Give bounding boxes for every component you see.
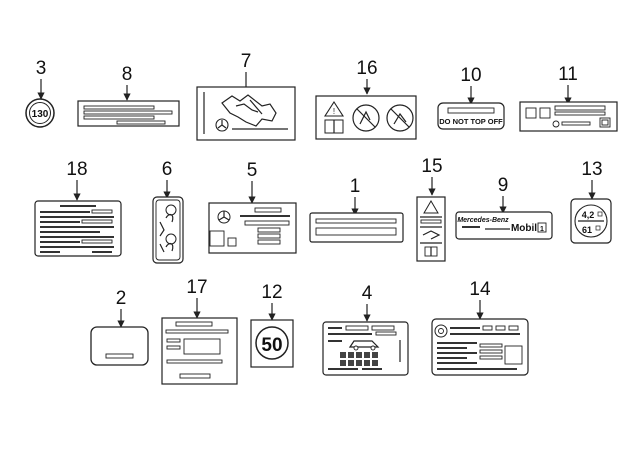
- label-5-vehicle-data[interactable]: 5: [208, 160, 297, 254]
- pressure-61-text: 61: [582, 225, 592, 235]
- callout-3: 3: [36, 58, 47, 79]
- speed-130-text: 130: [32, 109, 49, 120]
- label-14-information[interactable]: 14: [431, 279, 529, 376]
- callout-9: 9: [498, 175, 509, 196]
- speed-50-text: 50: [261, 335, 282, 356]
- label-2[interactable]: 2: [90, 288, 149, 366]
- callout-12: 12: [261, 282, 282, 303]
- label-12-speed-limit[interactable]: 12 50: [250, 282, 294, 368]
- callout-6: 6: [162, 159, 173, 180]
- callout-16: 16: [356, 58, 377, 79]
- mobil-1-text: 1: [540, 226, 544, 233]
- label-7-engine-compartment[interactable]: 7: [196, 51, 296, 141]
- label-9-oil-label[interactable]: 9 Mercedes-Benz Mobil 1: [455, 175, 553, 240]
- label-3-speed-sticker[interactable]: 3 130: [25, 58, 55, 128]
- do-not-top-off-text: DO NOT TOP OFF: [439, 117, 503, 126]
- callout-13: 13: [581, 159, 602, 180]
- mercedes-benz-text: Mercedes-Benz: [457, 217, 509, 224]
- callout-2: 2: [116, 288, 127, 309]
- label-13-tire-pressure[interactable]: 13 4,2 61: [570, 159, 612, 244]
- callout-4: 4: [362, 283, 373, 304]
- callout-5: 5: [247, 160, 258, 181]
- label-10-fuel-warning[interactable]: 10 DO NOT TOP OFF: [437, 65, 505, 130]
- callout-17: 17: [186, 277, 207, 298]
- callout-18: 18: [66, 159, 87, 180]
- label-6-seat-belt[interactable]: 6: [152, 159, 184, 264]
- label-11[interactable]: 11: [519, 64, 618, 132]
- callout-1: 1: [350, 176, 361, 197]
- label-18-information[interactable]: 18: [34, 159, 122, 257]
- label-8[interactable]: 8: [77, 64, 180, 127]
- callout-15: 15: [421, 156, 442, 177]
- label-4-vehicle-info[interactable]: 4: [322, 283, 409, 376]
- label-16-airbag-warning[interactable]: 16 !: [315, 58, 417, 140]
- callout-10: 10: [460, 65, 481, 86]
- callout-14: 14: [469, 279, 491, 300]
- callout-7: 7: [241, 51, 252, 72]
- pressure-4-2-text: 4,2: [582, 210, 595, 220]
- label-15-warning-stack[interactable]: 15: [416, 156, 446, 262]
- mobil-text: Mobil: [511, 223, 537, 234]
- svg-text:!: !: [333, 107, 335, 116]
- label-1[interactable]: 1: [309, 176, 404, 243]
- callout-11: 11: [558, 64, 578, 85]
- label-17[interactable]: 17: [161, 277, 238, 385]
- callout-8: 8: [122, 64, 133, 85]
